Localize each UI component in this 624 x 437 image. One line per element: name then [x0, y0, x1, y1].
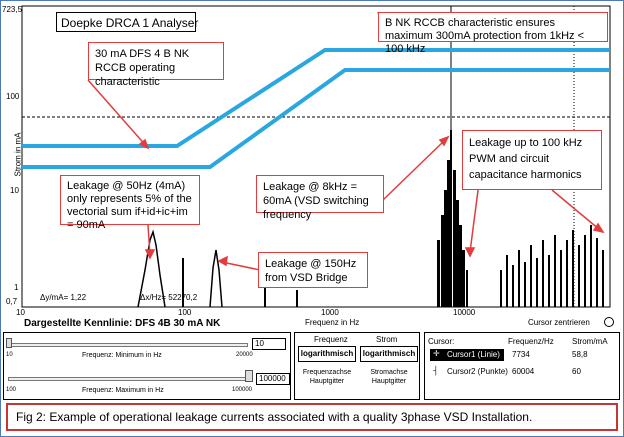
- x-tick-10: 10: [16, 308, 25, 317]
- minor-peak: [264, 280, 266, 307]
- freq-min-scale-end: 20000: [236, 352, 253, 358]
- callout-rccb-characteristic: 30 mA DFS 4 B NK RCCB operating characte…: [88, 42, 224, 88]
- cursor1-row-highlight[interactable]: [430, 349, 504, 361]
- freq-max-scale-start: 100: [6, 387, 17, 393]
- delta-x-readout: Δx/Hz= 52270,2: [140, 293, 198, 302]
- cursor-panel: [424, 332, 620, 400]
- strom-axis-grid-label: Stromachse Hauptgitter: [370, 369, 408, 385]
- freq-min-slider-handle[interactable]: [6, 338, 12, 348]
- y-tick-100: 100: [6, 92, 20, 101]
- axis-scale-panel: [294, 332, 420, 400]
- callout-leakage-8khz: Leakage @ 8kHz = 60mA (VSD switching fre…: [256, 175, 384, 221]
- figure-caption: Fig 2: Example of operational leakage cu…: [6, 403, 618, 431]
- y-tick-min: 0,7: [6, 297, 18, 306]
- y-tick-1: 1: [14, 283, 19, 292]
- freq-max-label: Frequenz: Maximum in Hz: [82, 387, 164, 394]
- cursor2-icon[interactable]: ┤: [433, 366, 439, 375]
- callout-leakage-150hz: Leakage @ 150Hz from VSD Bridge: [258, 252, 368, 288]
- delta-y-readout: Δy/mA= 1,22: [40, 293, 87, 302]
- x-tick-1000: 1000: [321, 308, 339, 317]
- x-tick-100: 100: [178, 308, 192, 317]
- strom-column-header: Strom/mA: [572, 337, 608, 346]
- callout-max-protection: B NK RCCB characteristic ensures maximum…: [378, 12, 608, 55]
- cursor-center-label: Cursor zentrieren: [528, 318, 590, 327]
- y-axis-label: Strom in mA: [13, 132, 23, 177]
- freq-min-scale-start: 10: [6, 352, 13, 358]
- cursor-center-radio[interactable]: [604, 317, 614, 327]
- minor-peak: [296, 290, 298, 307]
- cursor2-name: Cursor2 (Punkte): [447, 367, 508, 376]
- callout-leakage-50hz: Leakage @ 50Hz (4mA) only represents 5% …: [60, 175, 200, 231]
- vsd-switching-cluster: [437, 130, 468, 307]
- curve-label: Dargestellte Kennlinie: DFS 4B 30 mA NK: [24, 318, 221, 329]
- cursor1-current: 58,8: [572, 350, 588, 359]
- peak-150hz: [209, 249, 223, 308]
- cursor2-current: 60: [572, 367, 581, 376]
- freq-column-header: Frequenz/Hz: [508, 337, 554, 346]
- freq-max-input[interactable]: 100000: [256, 373, 290, 385]
- hf-harmonics: [500, 225, 604, 307]
- strom-scale-button[interactable]: logarithmisch: [360, 346, 418, 362]
- x-tick-10000: 10000: [453, 308, 476, 317]
- freq-header: Frequenz: [314, 335, 348, 344]
- cursor1-frequency: 7734: [512, 350, 530, 359]
- freq-scale-button[interactable]: logarithmisch: [298, 346, 356, 362]
- y-tick-max: 723,5: [2, 5, 23, 14]
- cursor2-frequency: 60004: [512, 367, 535, 376]
- y-tick-10: 10: [10, 186, 19, 195]
- rccb-curve-lower: [22, 68, 610, 169]
- freq-min-slider[interactable]: [8, 343, 248, 347]
- freq-axis-grid-label: Frequenzachse Hauptgitter: [302, 369, 352, 385]
- cursor-header: Cursor:: [428, 337, 455, 346]
- strom-header: Strom: [376, 335, 398, 344]
- window-title: Doepke DRCA 1 Analyser: [56, 12, 198, 32]
- freq-max-scale-end: 100000: [232, 387, 253, 393]
- rccb-curve-upper: [22, 48, 610, 148]
- freq-min-input[interactable]: 10: [252, 338, 286, 350]
- freq-min-label: Frequenz: Minimum in Hz: [82, 352, 162, 359]
- cursor1-name: Cursor1 (Linie): [447, 350, 500, 359]
- x-axis-label: Frequenz in Hz: [305, 318, 360, 327]
- freq-max-slider-handle[interactable]: [245, 370, 253, 382]
- minor-peak: [182, 258, 184, 307]
- cursor1-icon: ✛: [433, 349, 440, 358]
- callout-leakage-100khz: Leakage up to 100 kHz PWM and circuit ca…: [462, 130, 602, 190]
- peak-50hz: [137, 229, 166, 308]
- freq-max-slider[interactable]: [8, 377, 248, 381]
